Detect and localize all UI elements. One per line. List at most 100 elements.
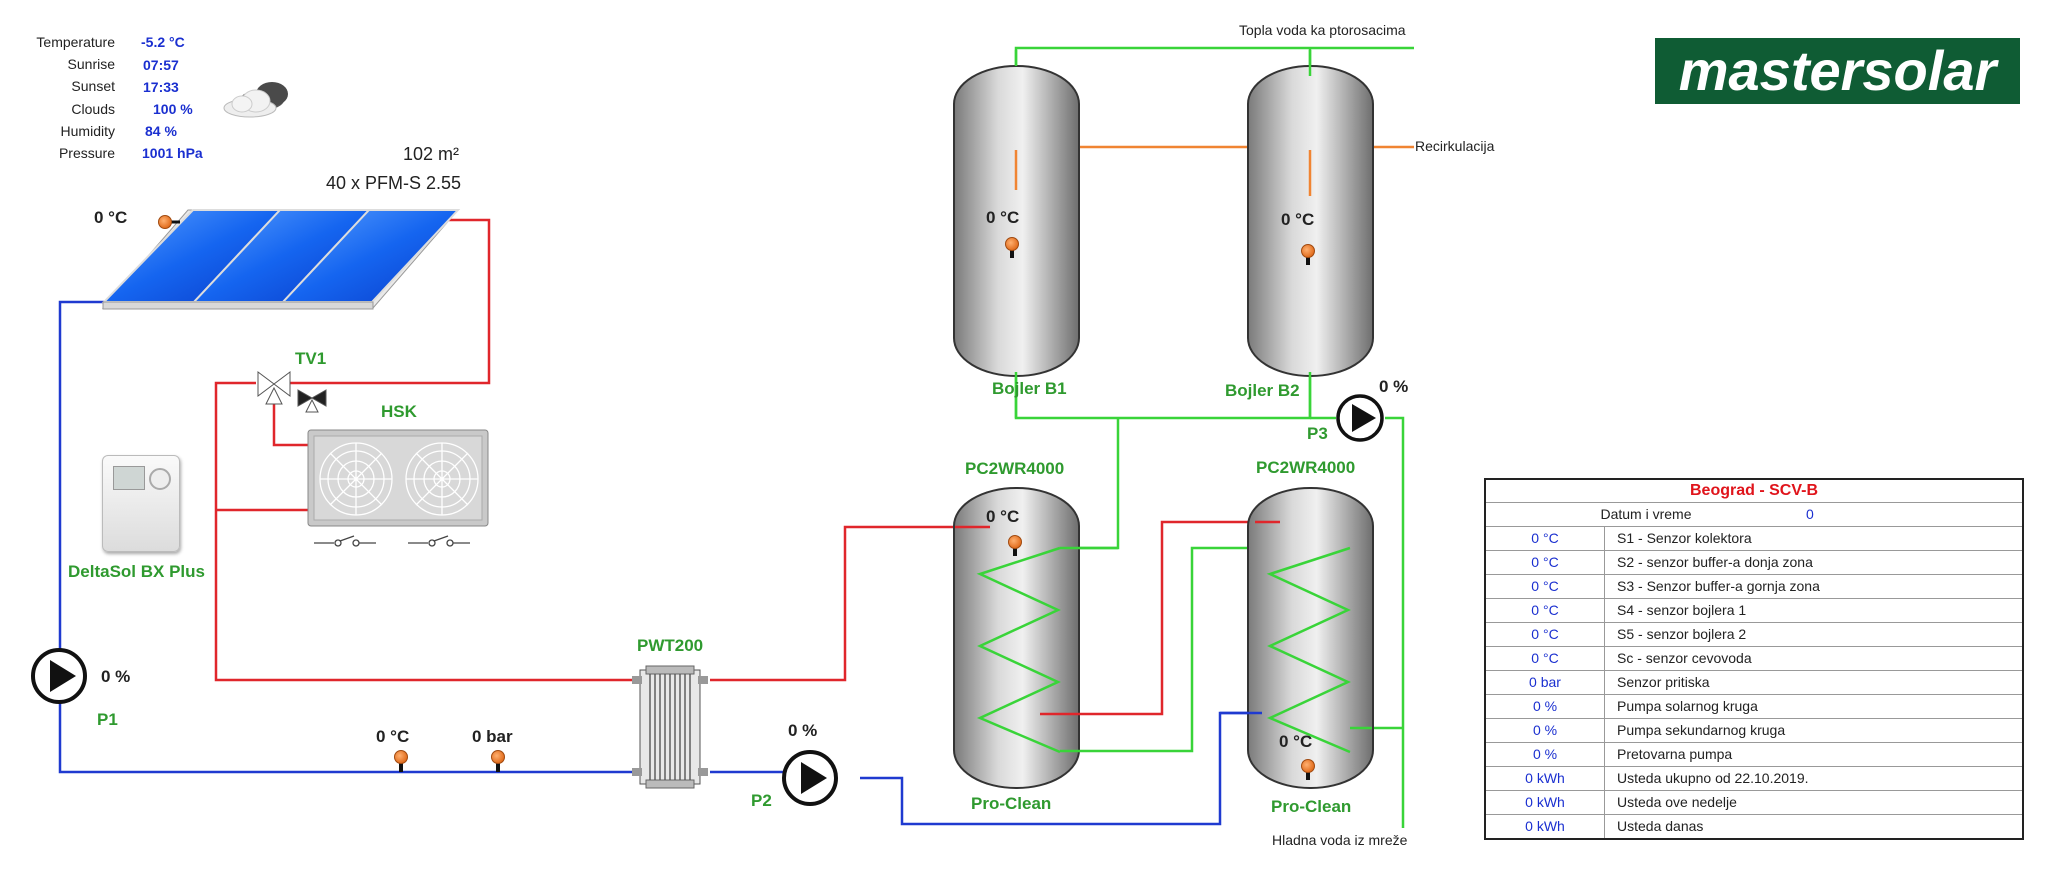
pump-p3[interactable]	[1336, 394, 1384, 442]
table-cell-label: S2 - senzor buffer-a donja zona	[1617, 554, 1813, 570]
table-cell-value: 0 kWh	[1486, 791, 1605, 814]
table-cell-value: 0 bar	[1486, 671, 1605, 694]
table-cell-label: S4 - senzor bojlera 1	[1617, 602, 1747, 618]
weather-value: 100 %	[153, 101, 193, 117]
table-cell-value: 0 °C	[1486, 599, 1605, 622]
table-cell-label: S1 - Senzor kolektora	[1617, 530, 1752, 546]
weather-value: 07:57	[143, 57, 179, 73]
boiler-b2-temp: 0 °C	[1281, 210, 1315, 229]
controller-knob	[149, 468, 171, 490]
boiler-b1-label: Bojler B1	[992, 379, 1067, 398]
pump-p2-label: P2	[751, 791, 772, 810]
table-title: Beograd - SCV-B	[1689, 482, 1818, 499]
datetime-row: Datum i vreme 0	[1486, 502, 2022, 526]
table-cell-label: S5 - senzor bojlera 2	[1617, 626, 1747, 642]
buffer-left	[953, 487, 1080, 789]
sensor-buffer-top-icon	[1008, 535, 1022, 556]
three-way-valve	[257, 371, 327, 413]
exchanger-label: PWT200	[637, 636, 704, 655]
cooler-label: HSK	[381, 402, 417, 421]
sensor-collector-icon	[158, 215, 180, 229]
controller-device[interactable]	[102, 455, 180, 552]
table-cell-value: 0 %	[1486, 695, 1605, 718]
table-cell-value: 0 kWh	[1486, 767, 1605, 790]
table-row: 0 °C S4 - senzor bojlera 1	[1486, 598, 2022, 622]
table-cell-label: Pumpa solarnog kruga	[1617, 698, 1758, 714]
pump-p3-value: 0 %	[1379, 377, 1409, 396]
table-row: 0 kWh Usteda danas	[1486, 814, 2022, 838]
table-cell-value: 0 °C	[1486, 647, 1605, 670]
boiler-b2-label: Bojler B2	[1225, 381, 1300, 400]
solar-collector	[101, 209, 461, 310]
hot-pipes	[214, 218, 1255, 716]
cooler-unit	[307, 429, 489, 547]
table-cell-value: 0 °C	[1486, 575, 1605, 598]
sensor-pipe-temp-icon	[394, 750, 408, 772]
weather-label: Clouds	[71, 101, 115, 117]
brand-logo: mastersolar	[1655, 38, 2020, 104]
table-cell-value: 0 kWh	[1486, 815, 1605, 838]
table-cell-label: Sc - senzor cevovoda	[1617, 650, 1752, 666]
table-cell-value: 0 %	[1486, 719, 1605, 742]
table-cell-value: 0 °C	[1486, 623, 1605, 646]
sensor-b1-icon	[1005, 237, 1019, 258]
boiler-b1-temp: 0 °C	[986, 208, 1020, 227]
table-row: 0 kWh Usteda ove nedelje	[1486, 790, 2022, 814]
table-row: 0 % Pumpa sekundarnog kruga	[1486, 718, 2022, 742]
pump-p1-label: P1	[97, 710, 118, 729]
table-cell-value: 0 °C	[1486, 527, 1605, 550]
weather-value: -5.2 °C	[141, 34, 185, 50]
table-row: 0 °C S2 - senzor buffer-a donja zona	[1486, 550, 2022, 574]
table-cell-label: S3 - Senzor buffer-a gornja zona	[1617, 578, 1820, 594]
cold-water-line-label: Hladna voda iz mreže	[1272, 832, 1408, 848]
sensor-icons	[158, 215, 1315, 780]
table-cell-value: 0 °C	[1486, 551, 1605, 574]
table-cell-label: Pumpa sekundarnog kruga	[1617, 722, 1786, 738]
collector-model: 40 x PFM-S 2.55	[326, 173, 462, 193]
hot-water-line-label: Topla voda ka ptorosacima	[1239, 22, 1406, 38]
collector-temp: 0 °C	[94, 208, 128, 227]
table-row: 0 %Pretovarna pumpa	[1486, 742, 2022, 766]
sensor-buffer-bottom-icon	[1301, 759, 1315, 780]
weather-label: Temperature	[36, 34, 115, 50]
table-cell-label: Pretovarna pumpa	[1617, 746, 1733, 762]
buffer-left-brand: Pro-Clean	[971, 794, 1052, 813]
weather-label: Pressure	[58, 145, 115, 161]
table-row: 0 °C S1 - Senzor kolektora	[1486, 526, 2022, 550]
recirculation-line-label: Recirkulacija	[1415, 138, 1495, 154]
weather-value: 1001 hPa	[142, 145, 203, 161]
table-cell-label: Usteda ukupno od 22.10.2019.	[1617, 770, 1809, 786]
datetime-label: Datum i vreme	[1600, 506, 1692, 522]
pump-p1-value: 0 %	[101, 667, 131, 686]
weather-value: 84 %	[145, 123, 177, 139]
sensor-b2-icon	[1301, 244, 1315, 265]
heat-exchanger	[632, 665, 708, 789]
pipe-temp: 0 °C	[376, 727, 410, 746]
pump-p1[interactable]	[31, 648, 87, 704]
table-row: 0 bar Senzor pritiska	[1486, 670, 2022, 694]
valve-label: TV1	[295, 349, 327, 368]
controller-screen	[113, 466, 145, 490]
table-cell-label: Senzor pritiska	[1617, 674, 1710, 690]
table-cell-label: Usteda ove nedelje	[1617, 794, 1737, 810]
table-row: 0 kWh Usteda ukupno od 22.10.2019.	[1486, 766, 2022, 790]
datetime-value: 0	[1806, 506, 1814, 522]
pump-p2[interactable]	[782, 750, 838, 806]
table-rows: 0 °C S1 - Senzor kolektora 0 °C S2 - senzor…	[1486, 526, 2022, 838]
pump-p2-value: 0 %	[788, 721, 818, 740]
weather-label: Humidity	[60, 123, 115, 139]
buffer-right-brand: Pro-Clean	[1271, 797, 1352, 816]
sensor-table: Beograd - SCV-B Datum i vreme 0 0 °C S1 -…	[1484, 478, 2024, 840]
pipe-pressure: 0 bar	[472, 727, 513, 746]
controller-label: DeltaSol BX Plus	[68, 562, 205, 581]
cloud-icon	[223, 82, 288, 118]
weather-label: Sunrise	[67, 56, 115, 72]
table-cell-label: Usteda danas	[1617, 818, 1704, 834]
buffer-left-temp: 0 °C	[986, 507, 1020, 526]
buffer-right-temp: 0 °C	[1279, 732, 1313, 751]
buffer-right-model: PC2WR4000	[1256, 458, 1356, 477]
weather-value: 17:33	[143, 79, 179, 95]
collector-area: 102 m²	[403, 144, 460, 164]
table-row: 0 % Pumpa solarnog kruga	[1486, 694, 2022, 718]
